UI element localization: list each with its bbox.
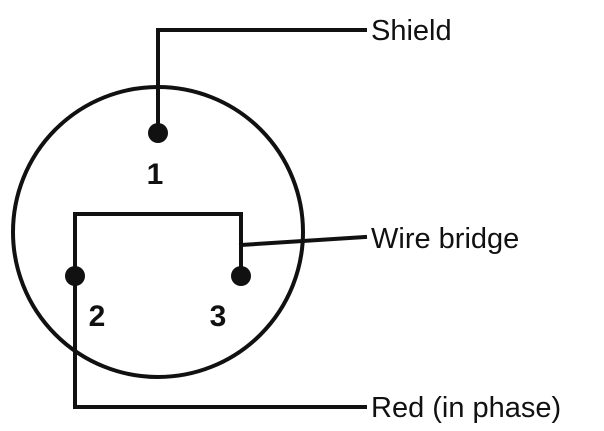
pin-2-dot	[65, 266, 85, 286]
wire-bridge-label: Wire bridge	[371, 223, 519, 255]
red-wire	[73, 274, 367, 409]
wire-bridge	[73, 212, 243, 278]
pin-2-number: 2	[89, 300, 106, 333]
pin-1-number: 1	[147, 158, 164, 191]
shield-wire	[156, 28, 367, 135]
red-label: Red (in phase)	[371, 392, 561, 424]
pin-1-dot	[148, 123, 168, 143]
shield-label: Shield	[371, 15, 452, 47]
wire-bridge-leader	[238, 234, 368, 248]
pin-3-dot	[231, 266, 251, 286]
pin-3-number: 3	[210, 300, 227, 333]
